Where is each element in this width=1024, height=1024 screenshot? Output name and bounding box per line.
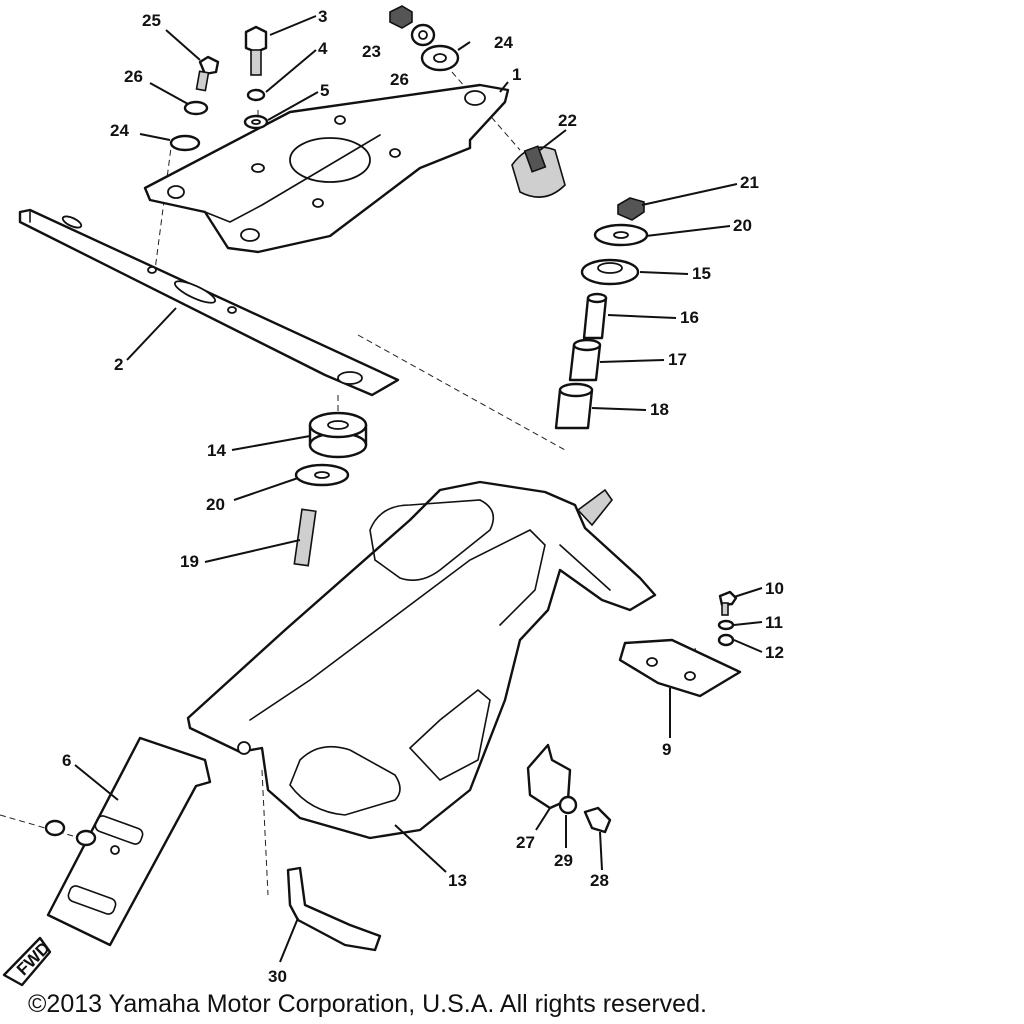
part-11-washer [717,619,735,631]
callout-10: 10 [765,579,784,598]
callout-20-left: 20 [206,495,225,514]
part-22-rubber-mount [511,145,566,198]
callout-24-left: 24 [110,121,129,140]
part-24-washer [169,134,201,152]
part-29-washer [558,795,578,815]
part-24-flat-washer-hole [433,53,447,63]
callout-12: 12 [765,643,784,662]
part-3-bolt [244,25,268,76]
part-14-rubber-cushion [308,411,368,459]
callout-leaders [74,15,763,963]
part-18-collar [554,382,594,430]
part-27-clamp [526,743,572,810]
part-20-lower-washer-hole [314,471,330,479]
fwd-arrow-icon: FWD [2,936,54,987]
callout-4: 4 [318,39,328,58]
part-4-washer [246,88,266,102]
callout-9: 9 [662,740,671,759]
part-25-bolt [195,55,220,92]
part-15-rubber-ring [580,258,640,286]
callout-21: 21 [740,173,759,192]
part-17-collar [568,338,602,382]
callout-28: 28 [590,871,609,890]
callout-2: 2 [114,355,123,374]
callout-23: 23 [362,42,381,61]
callout-30: 30 [268,967,287,986]
part-26-lockwasher-hole [418,30,428,40]
part-30-clip [286,866,382,952]
callout-5: 5 [320,81,329,100]
part-20-washer-hole [613,231,629,239]
callout-27: 27 [516,833,535,852]
part-28-screw [583,806,612,834]
callout-labels: 25 3 4 5 23 26 24 1 26 24 22 21 20 15 16… [62,7,784,986]
side-bolt [44,819,66,837]
part-21-nut [617,197,645,221]
callout-26-left: 26 [124,67,143,86]
side-washer [75,829,97,847]
callout-18: 18 [650,400,669,419]
callout-1: 1 [512,65,521,84]
part-19-stud [293,508,317,567]
callout-25: 25 [142,11,161,30]
part-5-washer-hole [251,119,261,125]
callout-14: 14 [207,441,226,460]
callout-13: 13 [448,871,467,890]
part-2-support-bar [18,208,400,397]
part-9-bracket [618,638,742,698]
callout-19: 19 [180,552,199,571]
part-10-bolt-shank [721,602,729,616]
callout-15: 15 [692,264,711,283]
part-16-collar [582,292,608,340]
callout-29: 29 [554,851,573,870]
callout-3: 3 [318,7,327,26]
part-13-main-cover [186,480,657,840]
part-26-washer [183,100,209,116]
callout-16: 16 [680,308,699,327]
callout-20-right: 20 [733,216,752,235]
part-23-nut [389,5,413,29]
part-6-side-bracket [46,736,212,947]
callout-24-top: 24 [494,33,513,52]
copyright-notice: ©2013 Yamaha Motor Corporation, U.S.A. A… [28,990,707,1018]
part-1-mounting-plate [143,83,510,254]
callout-26-top: 26 [390,70,409,89]
part-12-lockwasher [717,633,735,647]
callout-6: 6 [62,751,71,770]
callout-17: 17 [668,350,687,369]
callout-22: 22 [558,111,577,130]
callout-11: 11 [765,613,783,632]
